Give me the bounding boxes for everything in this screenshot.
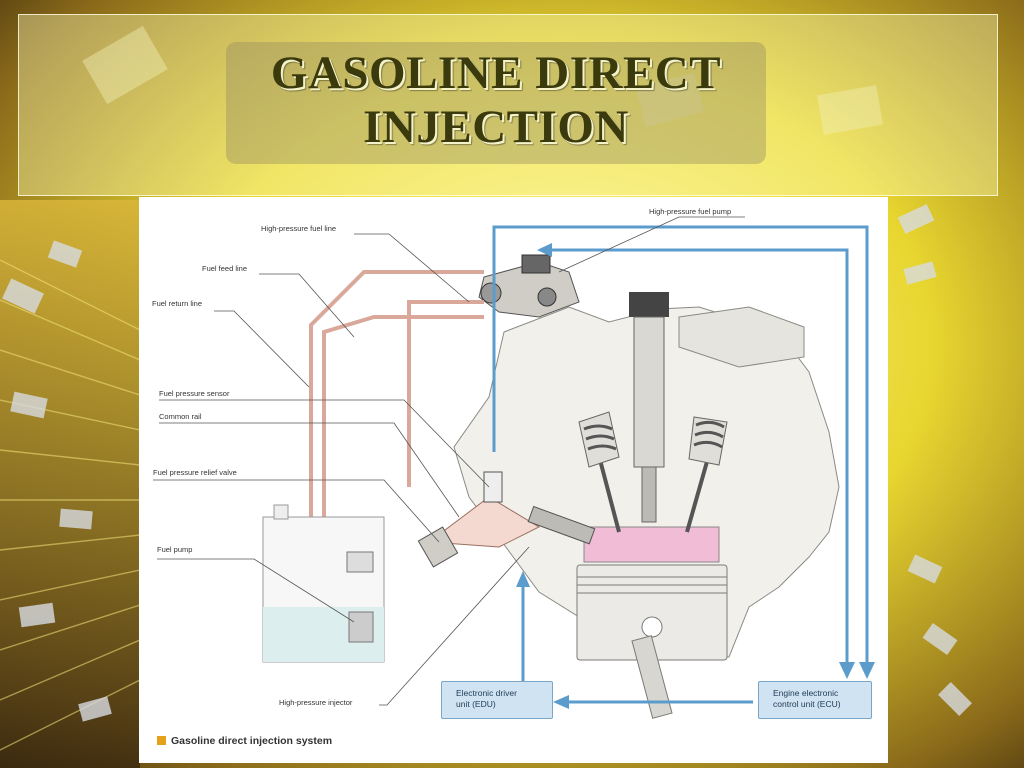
- exhaust-valve: [685, 416, 728, 533]
- cylinder-head-cover: [678, 306, 805, 368]
- edu-line-2: unit (EDU): [456, 699, 496, 709]
- connecting-rod: [631, 635, 673, 719]
- high-pressure-fuel-pump-body: [478, 254, 580, 318]
- ignition-coil: [633, 316, 665, 468]
- label-fuel-feed-line: Fuel feed line: [202, 264, 247, 273]
- title-box: [226, 42, 766, 164]
- label-fuel-pressure-sensor: Fuel pressure sensor: [159, 389, 230, 398]
- label-high-pressure-injector: High-pressure injector: [279, 698, 353, 707]
- spark-plug: [641, 466, 657, 523]
- label-fuel-pressure-relief-valve: Fuel pressure relief valve: [153, 468, 237, 477]
- slide-title-line-1: GASOLINE DIRECT: [270, 47, 722, 99]
- injector-body: [527, 505, 596, 545]
- leader-lines: [153, 216, 745, 706]
- ecu-box: Engine electronic control unit (ECU): [758, 681, 872, 719]
- intake-valve: [578, 411, 621, 533]
- combustion-chamber: [583, 526, 720, 563]
- signal-lines: [492, 225, 869, 704]
- gdi-system-diagram: High-pressure fuel line Fuel feed line F…: [139, 197, 888, 763]
- label-fuel-return-line: Fuel return line: [152, 299, 202, 308]
- signal-arrowheads: [516, 243, 875, 709]
- label-high-pressure-fuel-line: High-pressure fuel line: [261, 224, 336, 233]
- label-high-pressure-fuel-pump: High-pressure fuel pump: [649, 207, 731, 216]
- edu-box: Electronic driver unit (EDU): [441, 681, 553, 719]
- fuel-pump-body: [348, 611, 374, 643]
- title-band: [18, 14, 998, 196]
- label-fuel-pump: Fuel pump: [157, 545, 192, 554]
- diagram-caption: Gasoline direct injection system: [157, 735, 332, 747]
- fuel-filter: [346, 551, 374, 573]
- fuel-lines: [309, 270, 484, 632]
- ecu-line-1: Engine electronic: [773, 688, 839, 698]
- diagram-drawing: High-pressure fuel line Fuel feed line F…: [152, 207, 875, 719]
- piston-pin: [641, 616, 663, 638]
- label-common-rail: Common rail: [159, 412, 202, 421]
- edu-line-1: Electronic driver: [456, 688, 517, 698]
- ecu-line-2: control unit (ECU): [773, 699, 841, 709]
- caption-marker: [157, 736, 166, 745]
- ignition-coil-connector: [629, 292, 669, 317]
- slide-title-line-2: INJECTION: [363, 101, 629, 153]
- relief-valve-body: [417, 526, 459, 568]
- fuel-pressure-sensor-body: [483, 471, 503, 503]
- caption-text: Gasoline direct injection system: [171, 735, 333, 747]
- common-rail-body: [427, 496, 541, 548]
- tank-cap: [273, 504, 289, 520]
- slide-title: GASOLINE DIRECT INJECTION: [226, 46, 766, 154]
